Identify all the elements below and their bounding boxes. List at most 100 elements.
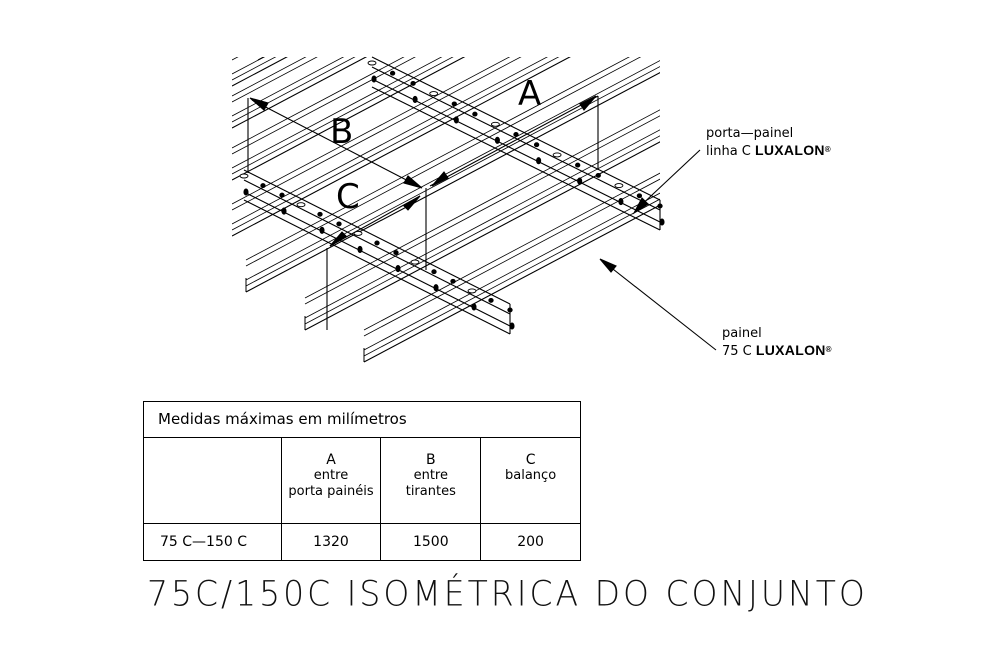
- panel-rib-line: [232, 0, 652, 54]
- panel-label-line1: painel: [722, 326, 762, 341]
- rail-clip: [577, 177, 583, 185]
- rail-clip: [453, 116, 459, 124]
- table-caption: Medidas máximas em milímetros: [143, 401, 581, 438]
- dimension-a-label: A: [518, 74, 541, 114]
- panel-rib-line: [304, 81, 660, 305]
- panel-rib-line: [232, 57, 653, 181]
- panel-rib-line: [245, 57, 660, 267]
- rail-clip: [494, 136, 500, 144]
- rail-clip: [471, 303, 477, 311]
- panel-rib-line: [304, 95, 660, 319]
- panel-rib-line: [363, 138, 660, 363]
- carrier-rails: [239, 56, 665, 335]
- max-dimensions-table: Medidas máximas em milímetros A entre po…: [143, 401, 581, 561]
- rail-hole: [507, 307, 513, 313]
- column-b-header: B entre tirantes: [380, 437, 482, 524]
- carrier-rail: [239, 169, 515, 335]
- panel-rib-line: [232, 57, 653, 97]
- dimension-b: [247, 97, 427, 270]
- dimension-c: [326, 195, 421, 330]
- panel-model: 75 C: [722, 344, 752, 359]
- rail-clip: [281, 207, 287, 215]
- value-b: 1500: [380, 523, 482, 561]
- panel-rib-line: [258, 0, 678, 54]
- panel-rib-line: [232, 57, 653, 225]
- panel-rib-line: [304, 75, 660, 299]
- rail-hole: [429, 91, 439, 97]
- rail-hole: [533, 142, 540, 148]
- rail-hole: [657, 203, 663, 209]
- rail-hole: [393, 250, 399, 256]
- rail-clip: [433, 284, 439, 292]
- rail-hole: [279, 192, 285, 198]
- panel-rib-line: [304, 106, 660, 331]
- panel-rib-line: [232, 57, 653, 103]
- leader-carrier: [632, 149, 701, 215]
- rail-clip: [371, 75, 377, 83]
- panel-rib-line: [363, 127, 660, 351]
- rail-hole: [488, 297, 494, 303]
- panel-rib-line: [232, 57, 653, 237]
- rail-hole: [595, 172, 601, 178]
- carrier-label-line2: linha C LUXALON®: [706, 142, 831, 160]
- rail-hole: [367, 60, 377, 66]
- panel-rib-line: [232, 57, 653, 87]
- carrier-rail-edge: [243, 179, 511, 315]
- table-corner-cell: [143, 437, 282, 524]
- rail-hole: [467, 288, 477, 294]
- value-a: 1320: [280, 523, 382, 561]
- carrier-rail-edge: [243, 169, 511, 305]
- carrier-label: porta—painel linha C LUXALON®: [706, 126, 831, 160]
- carrier-rail-edge: [371, 66, 661, 211]
- rail-hole: [389, 70, 396, 76]
- rail-clip: [243, 188, 249, 196]
- carrier-rail-edge: [371, 78, 661, 223]
- table-row: 75 C—150 C 1320 1500 200: [143, 523, 581, 561]
- rail-hole: [450, 278, 456, 284]
- luxalon-logo: LUXALON®: [755, 142, 831, 158]
- panel-rib-line: [232, 57, 653, 175]
- table-header-row: A entre porta painéis B entre tirantes C…: [143, 437, 581, 524]
- dimension-b-label: B: [330, 112, 353, 152]
- dimension-a: [429, 95, 599, 187]
- column-c-header: C balanço: [480, 437, 581, 524]
- value-c: 200: [480, 523, 581, 561]
- carrier-model: linha C: [706, 144, 751, 159]
- rail-hole: [260, 183, 266, 189]
- panel-rib-line: [363, 133, 660, 357]
- panel-rib-line: [232, 57, 653, 81]
- rail-hole: [317, 211, 323, 217]
- panel-rib-line: [232, 57, 653, 211]
- carrier-rail: [367, 56, 665, 231]
- rail-clip: [659, 218, 665, 226]
- column-a-header: A entre porta painéis: [280, 437, 382, 524]
- rail-hole: [410, 259, 420, 265]
- rail-hole: [374, 240, 380, 246]
- carrier-rail-edge: [243, 191, 511, 327]
- rail-hole: [296, 202, 306, 208]
- panel-rib-line: [245, 63, 660, 287]
- panel-rib-line: [232, 57, 653, 231]
- panel-rib-line: [232, 57, 653, 61]
- panel-rib-line: [232, 57, 653, 169]
- carrier-rail-edge: [371, 86, 661, 231]
- row-label: 75 C—150 C: [143, 523, 282, 561]
- panel-rib-line: [245, 68, 660, 293]
- panel-rib-line: [232, 57, 653, 129]
- rail-clip: [509, 322, 515, 330]
- rail-hole: [636, 193, 643, 199]
- rail-hole: [410, 80, 416, 86]
- panel-rib-line: [257, 57, 660, 61]
- panel-rib-line: [245, 57, 660, 281]
- panel-label-line2: 75 C LUXALON®: [722, 342, 832, 360]
- carrier-label-line1: porta—painel: [706, 126, 794, 141]
- panel-rib-line: [232, 57, 653, 117]
- rail-hole: [575, 162, 581, 168]
- panel-label: painel 75 C LUXALON®: [722, 326, 832, 360]
- panel-rib-line: [232, 57, 653, 149]
- rail-hole: [451, 101, 457, 107]
- dimension-c-label: C: [336, 177, 360, 217]
- panel-rib-line: [258, 0, 678, 48]
- rail-hole: [336, 221, 342, 227]
